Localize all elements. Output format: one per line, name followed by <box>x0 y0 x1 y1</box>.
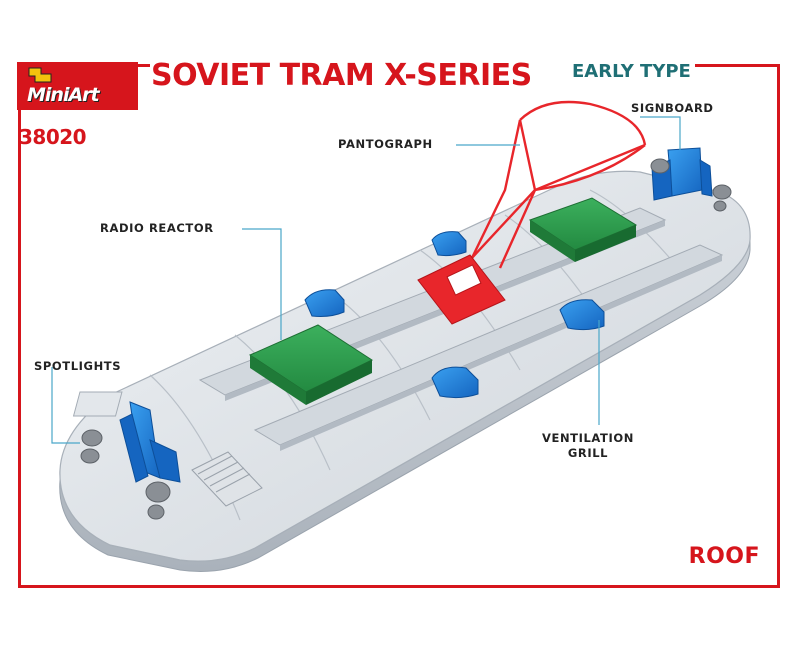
callout-radio-reactor: RADIO REACTOR <box>100 221 214 235</box>
pantograph-base <box>417 254 506 325</box>
pantograph <box>468 100 647 269</box>
spotlights <box>80 158 732 520</box>
callout-spotlights: SPOTLIGHTS <box>34 359 122 373</box>
rear-grille <box>191 451 263 507</box>
signboard-front <box>119 401 181 483</box>
callout-ventilation-grill: VENTILATION GRILL <box>542 431 634 461</box>
leader-lines <box>51 116 681 444</box>
frame-top-right <box>690 64 780 67</box>
callout-ventilation-line2: GRILL <box>567 446 609 460</box>
poster-frame <box>18 64 780 588</box>
kit-number: 38020 <box>19 125 87 149</box>
page-subtitle: EARLY TYPE <box>568 60 695 84</box>
part-label: ROOF <box>688 544 760 569</box>
callout-ventilation-line1: VENTILATION <box>542 431 634 445</box>
ventilation-grills <box>304 231 605 399</box>
brand-name: MiniArt <box>27 84 100 106</box>
brand-logo: MiniArt <box>17 62 138 110</box>
page-title: SOVIET TRAM X-SERIES <box>151 56 538 96</box>
logo-mark-icon <box>28 67 52 83</box>
roof-hatch <box>72 391 123 417</box>
frame-top-left <box>138 64 150 67</box>
radio-reactor-rear <box>528 197 638 262</box>
callout-signboard: SIGNBOARD <box>631 101 714 115</box>
callout-pantograph: PANTOGRAPH <box>338 137 433 151</box>
signboard-rear <box>651 147 713 201</box>
radio-reactor-front <box>248 324 374 405</box>
